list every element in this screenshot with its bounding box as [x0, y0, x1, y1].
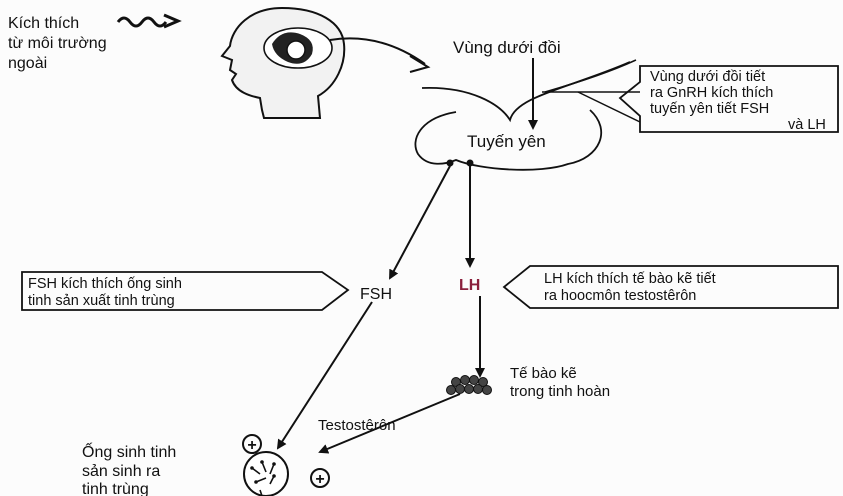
leydig-cells-icon: [447, 376, 492, 395]
head-silhouette-icon: [222, 8, 344, 118]
gnrh-label-line2: ra GnRH kích thích: [650, 85, 773, 101]
plus-symbol-right: +: [315, 471, 324, 488]
hypothalamus-label: Vùng dưới đồi: [453, 38, 561, 57]
fsh-box-line1: FSH kích thích ống sinh: [28, 276, 182, 292]
stimulus-label-line3: ngoài: [8, 55, 47, 72]
lh-label: LH: [459, 277, 480, 294]
wave-icon: [118, 18, 166, 26]
lh-origin-dot: [467, 160, 474, 167]
fsh-box-line2: tinh sản xuất tinh trùng: [28, 293, 175, 309]
gnrh-label-line4: và LH: [788, 117, 826, 133]
tubule-label-line2: sản sinh ra: [82, 463, 160, 480]
gnrh-label-line3: tuyến yên tiết FSH: [650, 101, 769, 117]
fsh-label: FSH: [360, 286, 392, 303]
leydig-label-line1: Tế bào kẽ: [510, 365, 577, 382]
gnrh-label-line1: Vùng dưới đồi tiết: [650, 69, 765, 85]
stimulus-label-line2: từ môi trường: [8, 35, 107, 52]
testosterone-label: Testostêrôn: [318, 417, 396, 434]
tubule-label-line3: tinh trùng: [82, 481, 149, 496]
plus-circle-icon: +: [311, 469, 329, 488]
fsh-arrow: [390, 166, 450, 278]
lh-box-line1: LH kích thích tế bào kẽ tiết: [544, 271, 716, 287]
stimulus-label-line1: Kích thích: [8, 15, 79, 32]
tubule-label-line1: Ống sinh tinh: [82, 441, 176, 461]
lh-box-line2: ra hoocmôn testostêrôn: [544, 288, 696, 304]
pituitary-stalk-left: [422, 62, 630, 120]
plus-symbol-top: +: [247, 437, 256, 454]
fsh-origin-dot: [447, 160, 454, 167]
leydig-label-line2: trong tinh hoàn: [510, 383, 610, 400]
pituitary-label: Tuyến yên: [467, 132, 546, 151]
plus-circle-icon: +: [243, 435, 261, 454]
wave-arrowhead: [164, 15, 178, 27]
seminiferous-tubule-icon: [244, 452, 288, 496]
stimulus-arrowhead: [410, 56, 428, 72]
